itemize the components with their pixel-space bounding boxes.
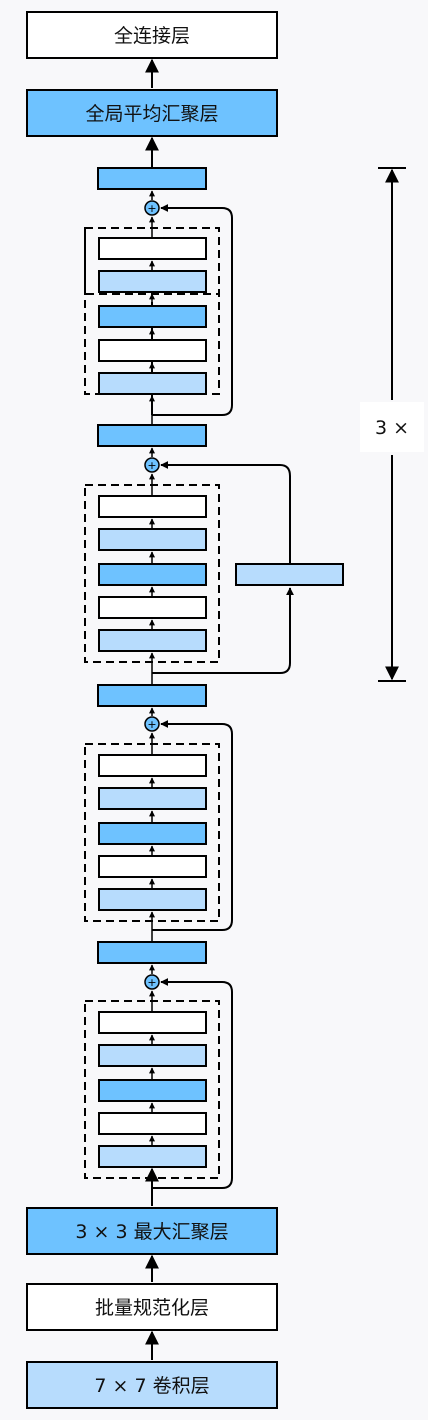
- bn-layer: [98, 888, 207, 911]
- relu-layer: [98, 563, 207, 586]
- skip-connection: [152, 204, 233, 416]
- conv-layer: [98, 1011, 207, 1034]
- residual-block-2: +: [84, 684, 233, 941]
- max-pool-label: 3 × 3 最大汇聚层: [75, 1221, 228, 1243]
- bn-layer: [98, 787, 207, 810]
- fc-layer: 全连接层: [26, 11, 278, 59]
- skip-connection: [152, 978, 233, 1189]
- conv-layer: [98, 596, 207, 619]
- plus-icon: +: [147, 202, 156, 215]
- batch-norm-label: 批量规范化层: [95, 1297, 209, 1319]
- conv-layer: [98, 754, 207, 777]
- plus-icon: +: [147, 718, 156, 731]
- conv7-layer: 7 × 7 卷积层: [26, 1361, 278, 1409]
- global-avg-pool-layer: 全局平均汇聚层: [26, 89, 278, 137]
- add-node: [144, 200, 160, 216]
- relu-layer: [98, 305, 207, 328]
- global-avg-pool-label: 全局平均汇聚层: [85, 103, 218, 125]
- relu-layer: [98, 822, 207, 845]
- conv7-label: 7 × 7 卷积层: [94, 1375, 209, 1397]
- batch-norm-layer: 批量规范化层: [26, 1283, 278, 1331]
- relu-layer: [98, 1079, 207, 1102]
- block-output-layer: [97, 167, 207, 190]
- block-output-layer: [97, 424, 207, 447]
- residual-block-3: +: [84, 424, 344, 684]
- skip-connection: [152, 720, 233, 931]
- residual-block-4: +: [84, 167, 233, 424]
- plus-icon: +: [147, 459, 156, 472]
- projection-connection: [152, 587, 294, 674]
- bn-layer: [98, 1145, 207, 1168]
- repeat-label: 3 ×: [375, 417, 409, 439]
- repeat-label-bg: [360, 402, 424, 452]
- conv-layer: [98, 237, 207, 260]
- projection-conv-layer: [235, 563, 344, 586]
- max-pool-layer: 3 × 3 最大汇聚层: [26, 1207, 278, 1255]
- add-node: [144, 457, 160, 473]
- residual-block-1: +: [84, 941, 233, 1206]
- bn-layer: [98, 270, 207, 293]
- bn-layer: [98, 629, 207, 652]
- block-output-layer: [97, 684, 207, 707]
- block-output-layer: [97, 941, 207, 964]
- bn-layer: [98, 1044, 207, 1067]
- conv-layer: [98, 855, 207, 878]
- add-node: [144, 716, 160, 732]
- skip-connection: [160, 461, 291, 563]
- bn-layer: [98, 372, 207, 395]
- conv-layer: [98, 495, 207, 518]
- fc-layer-label: 全连接层: [114, 25, 190, 47]
- bn-layer: [98, 528, 207, 551]
- repeat-bracket: 3 ×: [360, 167, 424, 682]
- add-node: [144, 974, 160, 990]
- conv-layer: [98, 1112, 207, 1135]
- plus-icon: +: [147, 976, 156, 989]
- conv-layer: [98, 339, 207, 362]
